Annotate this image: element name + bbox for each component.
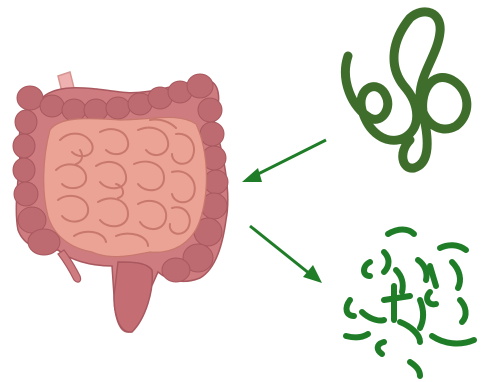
small-intestine	[44, 117, 207, 256]
